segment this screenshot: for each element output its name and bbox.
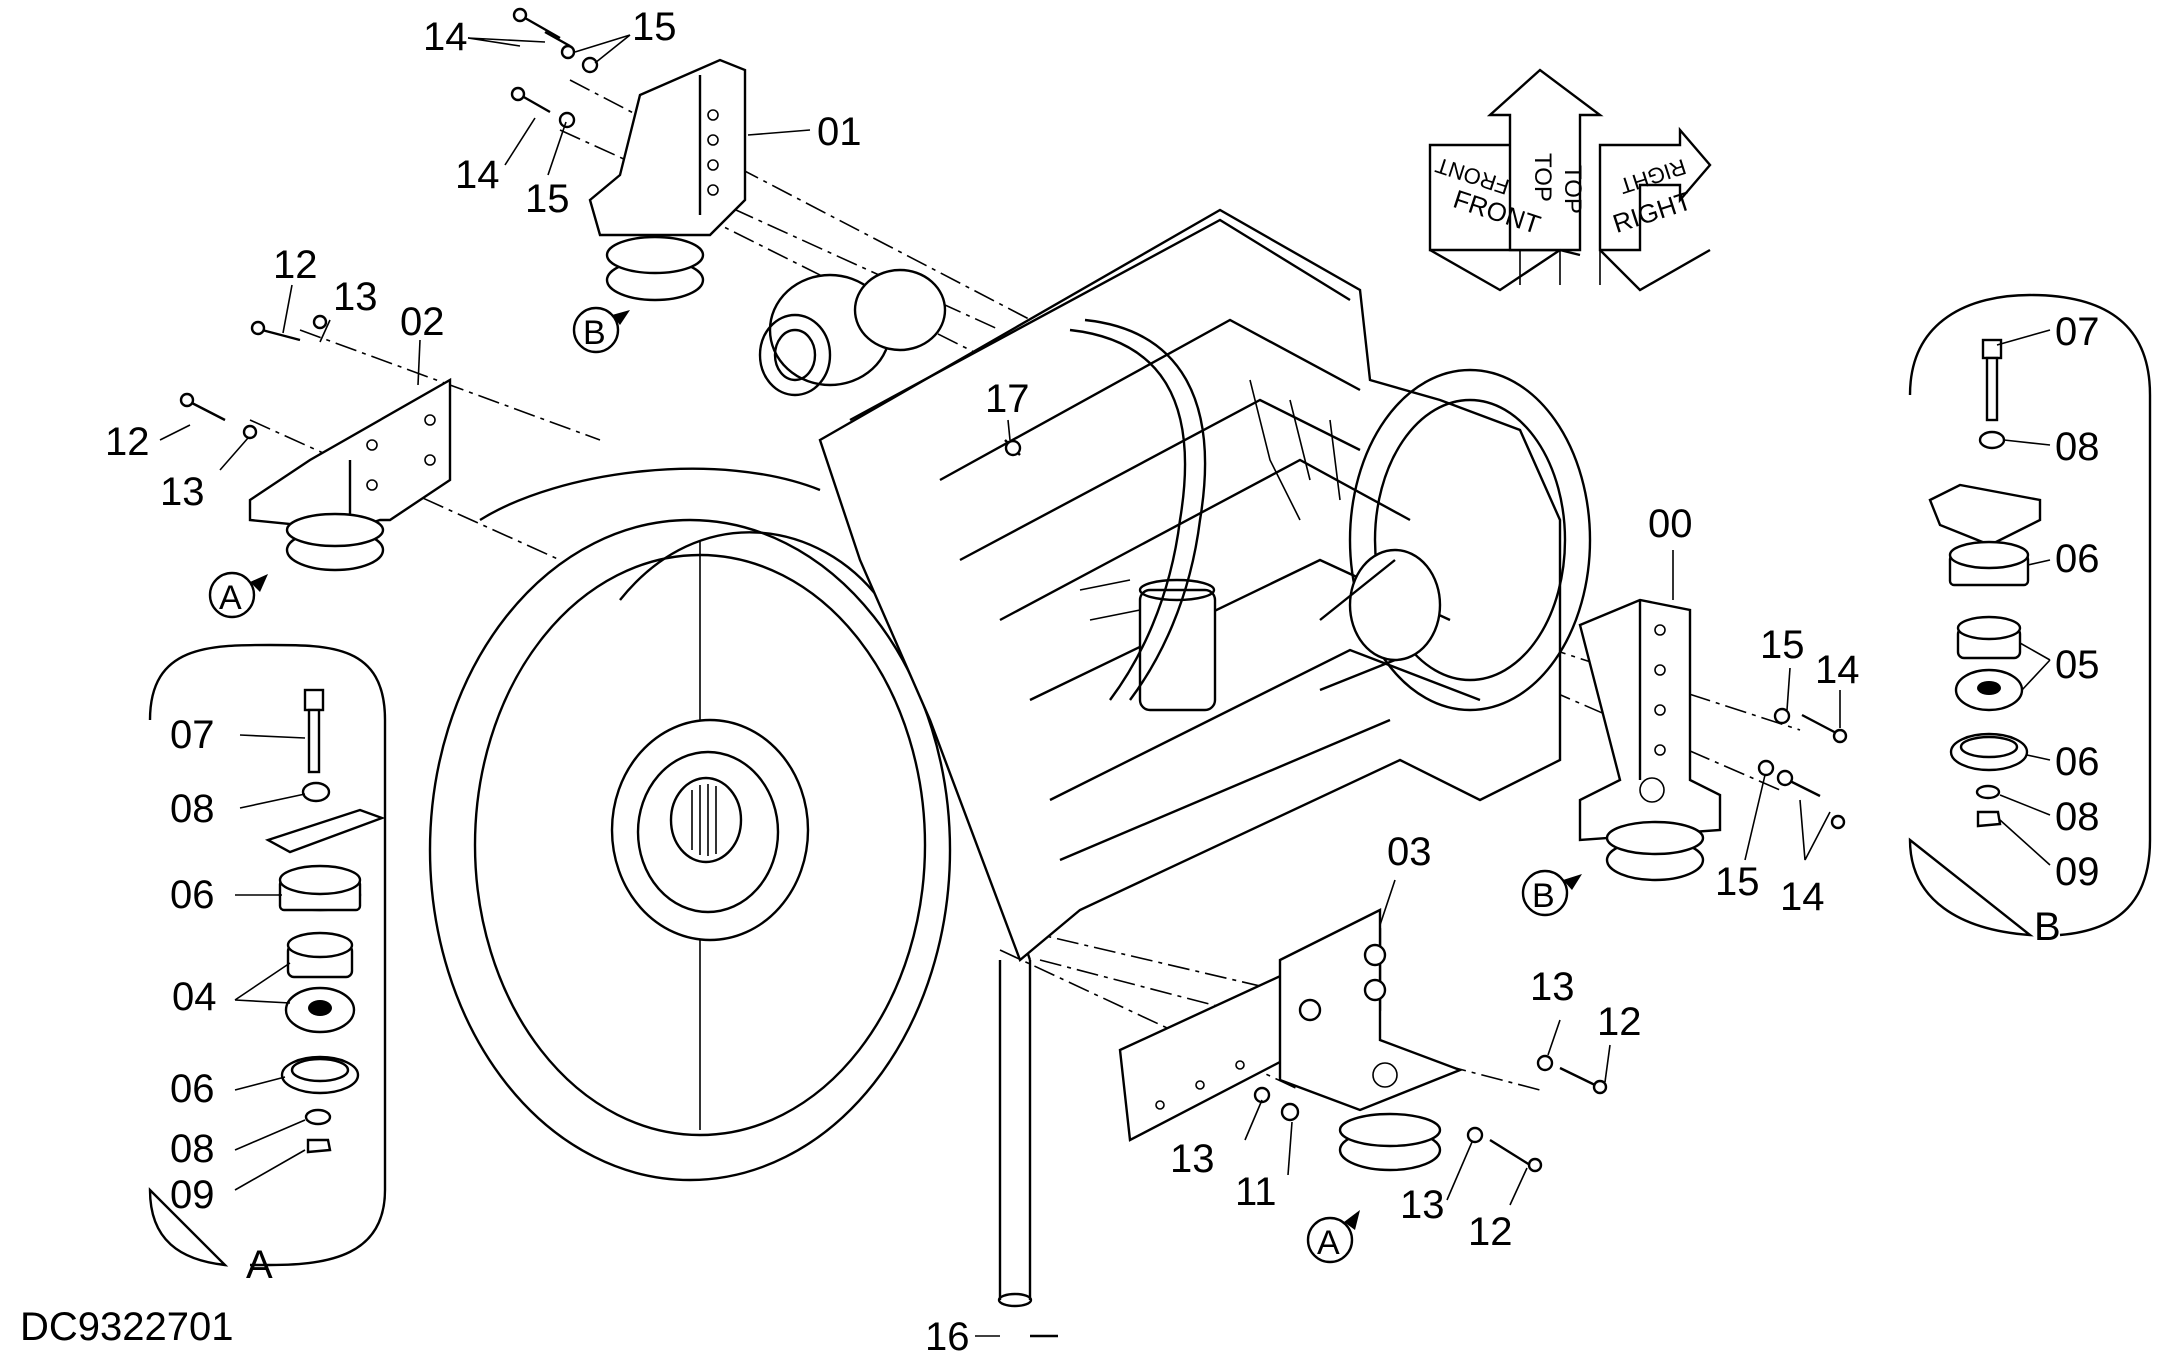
flywheel-housing xyxy=(428,467,1042,1182)
detail-b-label-06: 06 xyxy=(2055,537,2100,581)
drawing-code: DC9322701 xyxy=(20,1305,234,1349)
detail-b-label-08-lower: 08 xyxy=(2055,795,2100,839)
label-13-lower-left: 13 xyxy=(160,470,205,514)
engine-block xyxy=(758,208,1592,1308)
detail-b-label-06-lower: 06 xyxy=(2055,740,2100,784)
orientation-top-label: TOP xyxy=(1529,153,1556,202)
detail-a-label-04: 04 xyxy=(172,975,217,1019)
detail-b-label-08: 08 xyxy=(2055,425,2100,469)
label-13-upper-left: 13 xyxy=(333,275,378,319)
marker-b-top: B xyxy=(583,314,606,352)
part-labels: 14 15 01 14 15 12 13 02 12 13 17 00 15 1… xyxy=(105,5,2100,1359)
label-01: 01 xyxy=(817,110,862,154)
marker-a-left: A xyxy=(219,579,242,617)
detail-markers: B A B A xyxy=(208,306,1582,1264)
detail-a-title: A xyxy=(246,1243,273,1287)
detail-b-label-07: 07 xyxy=(2055,310,2100,354)
bracket-02 xyxy=(248,377,452,572)
bracket-00 xyxy=(1578,598,1722,882)
detail-a-label-06-lower: 06 xyxy=(170,1067,215,1111)
label-12-bottom-right: 12 xyxy=(1597,1000,1642,1044)
label-00: 00 xyxy=(1648,502,1693,546)
part-leaders xyxy=(159,34,1841,1337)
label-14-top: 14 xyxy=(423,15,468,59)
bracket-03 xyxy=(1118,908,1464,1172)
label-15-right-lower: 15 xyxy=(1715,860,1760,904)
label-12-lower-left: 12 xyxy=(105,420,150,464)
label-15-top: 15 xyxy=(632,5,677,49)
label-11: 11 xyxy=(1235,1170,1277,1214)
label-15-right: 15 xyxy=(1760,623,1805,667)
label-16: 16 xyxy=(925,1315,970,1358)
label-15-second: 15 xyxy=(525,177,570,221)
detail-a-label-07: 07 xyxy=(170,713,215,757)
orientation-top-label-mirror: TOP xyxy=(1559,165,1586,214)
label-14-right-lower: 14 xyxy=(1780,875,1825,919)
detail-b-title: B xyxy=(2034,905,2061,949)
label-13-bottom-2: 13 xyxy=(1400,1183,1445,1227)
fasteners xyxy=(179,7,1848,1338)
detail-b-panel xyxy=(1908,293,2152,937)
label-14-right: 14 xyxy=(1815,648,1860,692)
label-13-bottom-right: 13 xyxy=(1530,965,1575,1009)
label-03: 03 xyxy=(1387,830,1432,874)
detail-a-label-08: 08 xyxy=(170,787,215,831)
detail-b-label-05: 05 xyxy=(2055,643,2100,687)
detail-a-label-08-lower: 08 xyxy=(170,1127,215,1171)
orientation-indicator: FRONT FRONT TOP TOP RIGHT RIGHT xyxy=(1428,68,1712,292)
detail-a-label-09: 09 xyxy=(170,1173,215,1217)
bracket-01 xyxy=(588,58,747,302)
label-14-second: 14 xyxy=(455,153,500,197)
label-12-bottom: 12 xyxy=(1468,1210,1513,1254)
marker-a-bottom: A xyxy=(1317,1224,1340,1262)
label-17: 17 xyxy=(985,377,1030,421)
label-02: 02 xyxy=(400,300,445,344)
label-13-bottom: 13 xyxy=(1170,1137,1215,1181)
detail-b-label-09: 09 xyxy=(2055,850,2100,894)
label-12-upper-left: 12 xyxy=(273,243,318,287)
detail-a-label-06: 06 xyxy=(170,873,215,917)
detail-a-panel xyxy=(148,643,387,1267)
marker-b-right: B xyxy=(1532,877,1555,915)
